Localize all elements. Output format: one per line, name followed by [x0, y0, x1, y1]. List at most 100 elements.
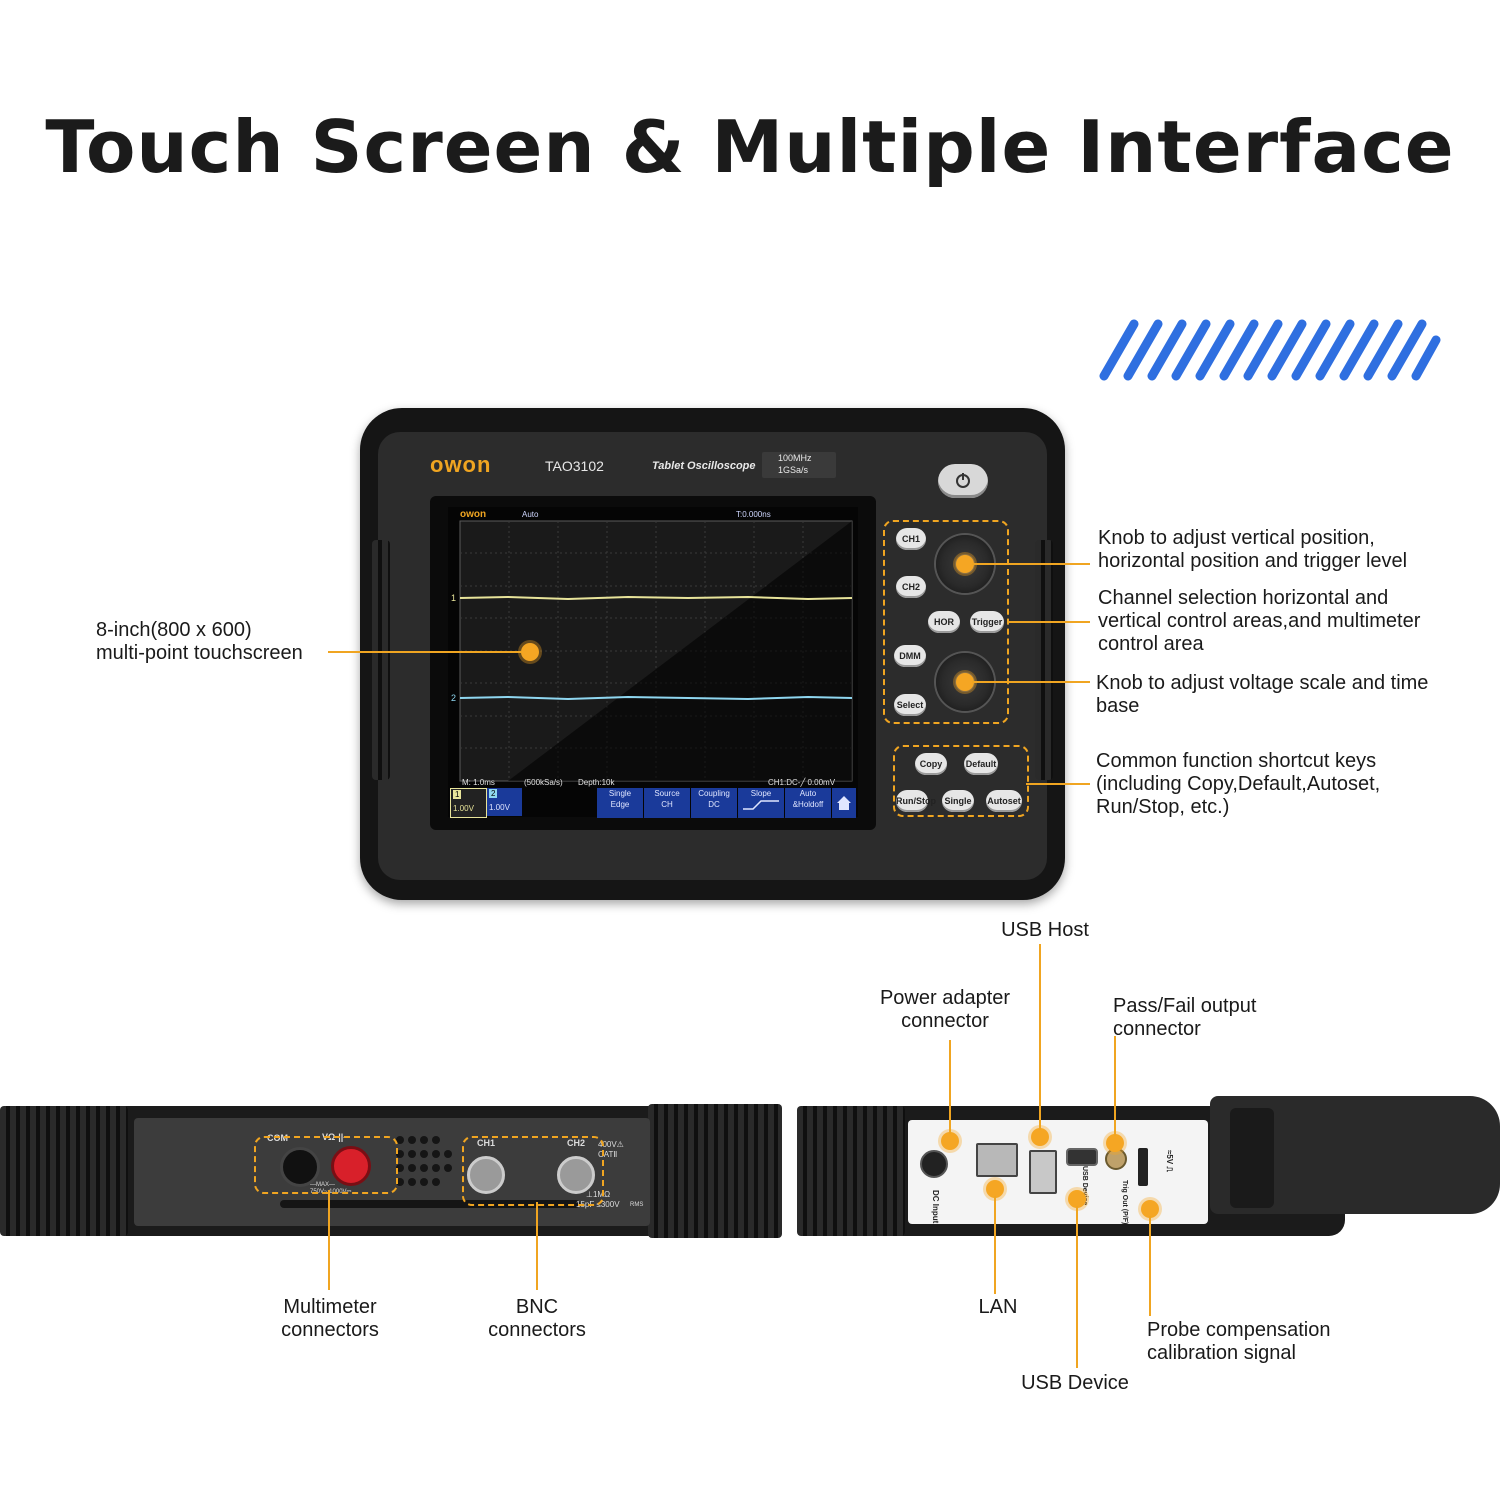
trigger-button[interactable]: Trigger — [970, 611, 1004, 633]
kickstand-hinge — [1230, 1108, 1274, 1208]
ch2-trace — [459, 695, 853, 701]
svg-text:1: 1 — [451, 593, 456, 603]
label-dc-input: DC Input — [931, 1190, 940, 1224]
softkey-coupling[interactable]: Coupling DC — [691, 788, 737, 818]
leader-bnc — [536, 1202, 538, 1290]
callout-usb-host: USB Host — [1001, 919, 1089, 941]
model-type: Tablet Oscilloscope — [652, 460, 756, 472]
label-ch1: CH1 — [477, 1138, 496, 1148]
callout-probe-comp: Probe compensation calibration signal — [1147, 1319, 1331, 1364]
waveform-area: 1 2 — [451, 520, 853, 782]
leader-usb-device — [1076, 1206, 1078, 1368]
label-com: COM — [267, 1133, 288, 1143]
multimeter-outline — [254, 1136, 398, 1194]
knob-position-marker — [956, 555, 974, 573]
left-mid-grille — [648, 1104, 782, 1238]
default-button[interactable]: Default — [964, 753, 998, 775]
power-button[interactable] — [938, 464, 988, 498]
copy-button[interactable]: Copy — [915, 753, 947, 775]
leader-knob-position — [972, 563, 1090, 565]
lan-port[interactable] — [976, 1143, 1018, 1177]
leader-shortcut-keys — [1026, 783, 1090, 785]
bnc-outline — [462, 1136, 604, 1206]
softkey-source[interactable]: Source CH — [644, 788, 690, 818]
label-rms: RMS — [630, 1202, 644, 1208]
softkey-single[interactable]: Single Edge — [597, 788, 643, 818]
lan-marker — [986, 1180, 1004, 1198]
ch1-number: 1 — [453, 790, 462, 799]
depth-readout: Depth:10k — [578, 778, 615, 787]
leader-touchscreen — [328, 651, 522, 653]
ch1-trace — [459, 595, 853, 601]
left-side-details — [280, 1136, 580, 1208]
dmm-button[interactable]: DMM — [894, 645, 926, 667]
home-icon — [837, 796, 851, 810]
trigger-readout: CH1:DC-╱ 0.00mV — [768, 778, 836, 787]
leader-knob-scale — [972, 681, 1090, 683]
shortcut-area-outline — [893, 745, 1029, 817]
hor-button[interactable]: HOR — [928, 611, 960, 633]
sample-rate-readout: (500kSa/s) — [524, 778, 563, 787]
model-label: TAO3102 — [545, 458, 604, 474]
slope-rising-icon — [743, 800, 779, 810]
usb-host-port[interactable] — [1029, 1150, 1057, 1194]
run-stop-button[interactable]: Run/Stop — [896, 790, 936, 812]
ch1-scale-box[interactable]: 1 1.00V — [450, 788, 487, 818]
label-impedance: ⊥1MΩ — [586, 1190, 611, 1199]
autoset-button[interactable]: Autoset — [986, 790, 1022, 812]
callout-usb-device: USB Device — [1021, 1372, 1129, 1394]
left-end-grille — [0, 1106, 128, 1236]
bnc-ch2[interactable] — [557, 1156, 595, 1194]
ch2-number: 2 — [489, 789, 498, 798]
bnc-ch1[interactable] — [467, 1156, 505, 1194]
select-button[interactable]: Select — [894, 694, 926, 716]
probe-comp-terminal[interactable] — [1138, 1148, 1148, 1186]
spec-bandwidth: 100MHz — [778, 453, 812, 463]
page-title: Touch Screen & Multiple Interface — [45, 105, 1455, 189]
home-button[interactable] — [832, 788, 856, 818]
ch2-button[interactable]: CH2 — [896, 576, 926, 598]
touchscreen-marker — [521, 643, 539, 661]
v-ohm-jack[interactable] — [331, 1146, 371, 1186]
com-jack[interactable] — [280, 1147, 320, 1187]
label-cat-rating: 400V⚠ CATⅡ — [598, 1140, 624, 1159]
touchscreen-display[interactable]: 1 2 owon Auto T:0.000ns M: 1.0ms (500kSa… — [448, 507, 858, 817]
pass-fail-marker — [1106, 1134, 1124, 1152]
power-icon — [956, 473, 970, 488]
leader-probe-comp — [1149, 1216, 1151, 1316]
leader-usb-host — [1039, 944, 1041, 1130]
callout-bnc: BNC connectors — [488, 1296, 586, 1341]
ch1-button[interactable]: CH1 — [896, 528, 926, 550]
dc-input-jack[interactable] — [920, 1150, 948, 1178]
softkey-auto-holdoff[interactable]: Auto &Holdoff — [785, 788, 831, 818]
knob-scale-marker — [956, 673, 974, 691]
run-mode: Auto — [522, 510, 539, 519]
label-ch2: CH2 — [567, 1138, 586, 1148]
leader-power-adapter — [949, 1040, 951, 1134]
callout-lan: LAN — [978, 1296, 1018, 1318]
leader-pass-fail — [1114, 1036, 1116, 1136]
spec-box — [762, 452, 836, 478]
right-end-grille — [797, 1106, 905, 1236]
callout-multimeter: Multimeter connectors — [281, 1296, 379, 1341]
power-adapter-marker — [941, 1132, 959, 1150]
callout-knob-position: Knob to adjust vertical position, horizo… — [1098, 527, 1408, 572]
usb-device-port[interactable] — [1066, 1148, 1098, 1166]
callout-pass-fail: Pass/Fail output connector — [1113, 995, 1257, 1040]
softkey-slope[interactable]: Slope — [738, 788, 784, 818]
single-button[interactable]: Single — [942, 790, 974, 812]
usb-host-marker — [1031, 1128, 1049, 1146]
timebase-readout: M: 1.0ms — [462, 778, 495, 787]
usb-device-marker — [1068, 1190, 1086, 1208]
callout-touchscreen: 8-inch(800 x 600) multi-point touchscree… — [96, 619, 303, 664]
label-trig-out: Trig Out (P/F) — [1121, 1180, 1128, 1225]
callout-knob-scale: Knob to adjust voltage scale and time ba… — [1096, 672, 1429, 717]
right-grip-grille — [1035, 540, 1053, 780]
left-grip-grille — [372, 540, 390, 780]
label-probe-comp: ≈5V ⎍ — [1165, 1150, 1174, 1172]
ch2-scale-box[interactable]: 2 1.00V — [487, 788, 522, 816]
svg-text:2: 2 — [451, 693, 456, 703]
callout-shortcut-keys: Common function shortcut keys (including… — [1096, 750, 1381, 818]
leader-lan — [994, 1196, 996, 1294]
ch2-scale: 1.00V — [489, 803, 510, 812]
